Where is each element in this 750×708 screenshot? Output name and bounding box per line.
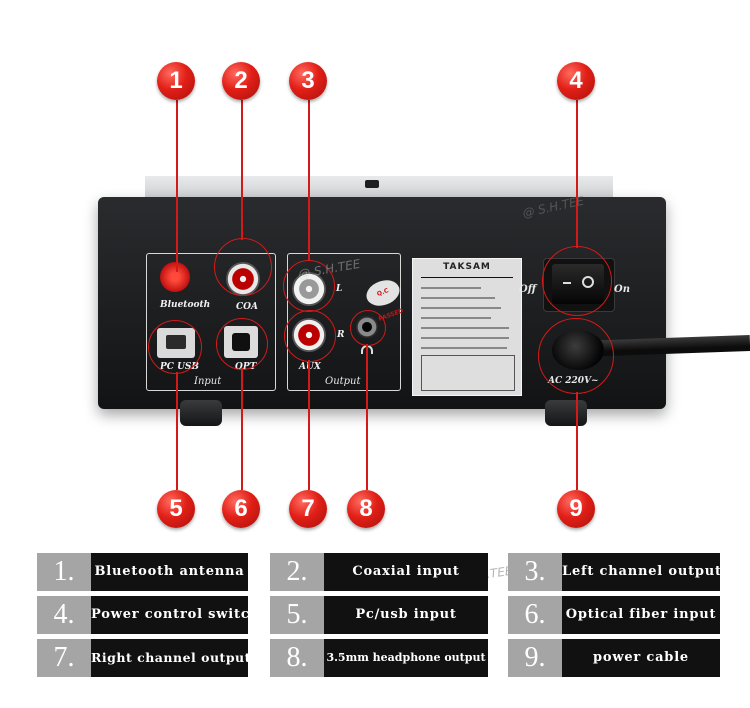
callout-ring-9 [538,318,614,394]
legend-label: Pc/usb input [324,596,488,634]
legend-label: 3.5mm headphone output [324,639,488,677]
label-text-line [421,287,481,289]
callout-ring-8 [350,310,386,346]
legend-label: Power control switch [91,596,248,634]
callout-badge-1: 1 [157,62,195,100]
chassis-tab [365,180,379,188]
legend-number: 1. [37,553,91,591]
callout-line-1 [176,100,178,272]
bluetooth-antenna-connector [160,262,190,292]
legend-number: 4. [37,596,91,634]
legend-item-2: 2. Coaxial input [270,553,488,591]
callout-badge-7: 7 [289,490,327,528]
callout-line-2 [241,100,243,240]
legend-label: Bluetooth antenna [91,553,248,591]
legend-number: 5. [270,596,324,634]
legend-number: 7. [37,639,91,677]
callout-badge-4: 4 [557,62,595,100]
label-text-line [421,297,495,299]
label-text-line [421,337,509,339]
legend-item-8: 8. 3.5mm headphone output [270,639,488,677]
legend-label: Right channel output [91,639,248,677]
callout-line-5 [176,372,178,490]
label-text-line [421,307,501,309]
legend-label: Left channel output [562,553,720,591]
input-panel-frame [146,253,276,391]
callout-line-8 [366,344,368,490]
legend-number: 9. [508,639,562,677]
right-label: R [337,330,345,340]
legend-number: 2. [270,553,324,591]
input-panel-label: Input [194,376,222,387]
aux-label: AUX [299,362,321,372]
output-panel-label: Output [325,376,361,387]
left-label: L [336,284,343,294]
off-label: Off [519,284,536,295]
callout-badge-5: 5 [157,490,195,528]
legend-item-3: 3. Left channel output [508,553,720,591]
bluetooth-label: Bluetooth [160,300,211,310]
coaxial-label: COA [236,302,258,312]
legend-item-6: 6. Optical fiber input [508,596,720,634]
legend-item-1: 1. Bluetooth antenna [37,553,248,591]
callout-badge-2: 2 [222,62,260,100]
legend-item-5: 5. Pc/usb input [270,596,488,634]
callout-ring-2 [214,238,272,296]
callout-badge-9: 9 [557,490,595,528]
spec-label-plate: TAKSAM [412,258,522,396]
legend-number: 6. [508,596,562,634]
callout-badge-8: 8 [347,490,385,528]
legend-item-9: 9. power cable [508,639,720,677]
legend-number: 3. [508,553,562,591]
rubber-foot [545,400,587,426]
callout-ring-6 [216,318,268,370]
callout-ring-7 [284,310,336,362]
callout-badge-6: 6 [222,490,260,528]
callout-ring-5 [148,320,202,374]
legend-label: Coaxial input [324,553,488,591]
callout-ring-4 [542,246,612,316]
label-text-line [421,327,509,329]
legend-label: power cable [562,639,720,677]
label-text-line [421,317,491,319]
legend-number: 8. [270,639,324,677]
on-label: On [614,284,630,295]
callout-line-3 [308,100,310,260]
warning-box [421,355,515,391]
legend-item-7: 7. Right channel output [37,639,248,677]
brand-logo: TAKSAM [443,262,491,272]
callout-line-7 [308,360,310,490]
legend-item-4: 4. Power control switch [37,596,248,634]
legend-label: Optical fiber input [562,596,720,634]
callout-line-9 [576,392,578,490]
label-text-line [421,347,507,349]
callout-line-6 [241,368,243,490]
label-divider [421,277,513,278]
callout-badge-3: 3 [289,62,327,100]
rubber-foot [180,400,222,426]
callout-line-4 [576,100,578,248]
